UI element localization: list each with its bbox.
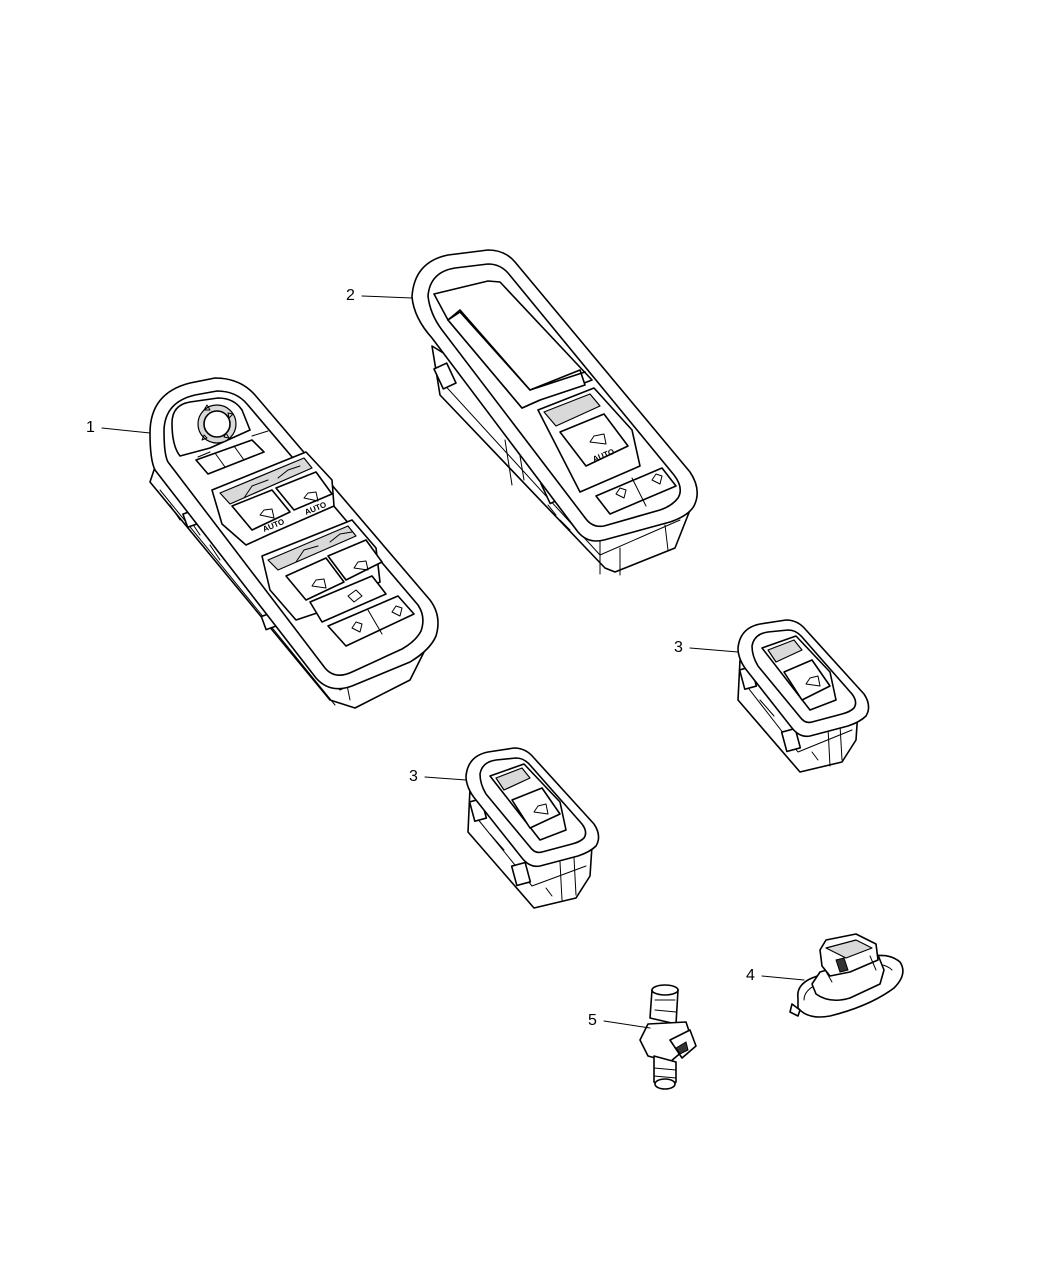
callout-5: 5 xyxy=(588,1012,597,1029)
callout-2: 2 xyxy=(346,287,355,304)
part-1-master-window-switch: AUTO AUTO xyxy=(149,377,439,709)
leader-line-3a xyxy=(689,647,739,653)
leader-line-2 xyxy=(361,295,413,299)
leader-line-4 xyxy=(761,975,805,981)
part-4-small-switch xyxy=(789,933,904,1018)
part-3-window-switch-upper xyxy=(737,619,870,773)
leader-line-5 xyxy=(603,1020,651,1029)
leader-line-1 xyxy=(101,427,151,434)
callout-3-lower: 3 xyxy=(409,768,418,785)
part-3-window-switch-lower xyxy=(465,747,600,909)
part-2-passenger-bezel: AUTO xyxy=(411,249,698,576)
part-5-sensor xyxy=(639,984,697,1090)
callout-1: 1 xyxy=(86,419,95,436)
callout-3-upper: 3 xyxy=(674,639,683,656)
leader-line-3b xyxy=(424,776,467,781)
leader-lines xyxy=(101,295,805,1029)
callout-4: 4 xyxy=(746,967,755,984)
